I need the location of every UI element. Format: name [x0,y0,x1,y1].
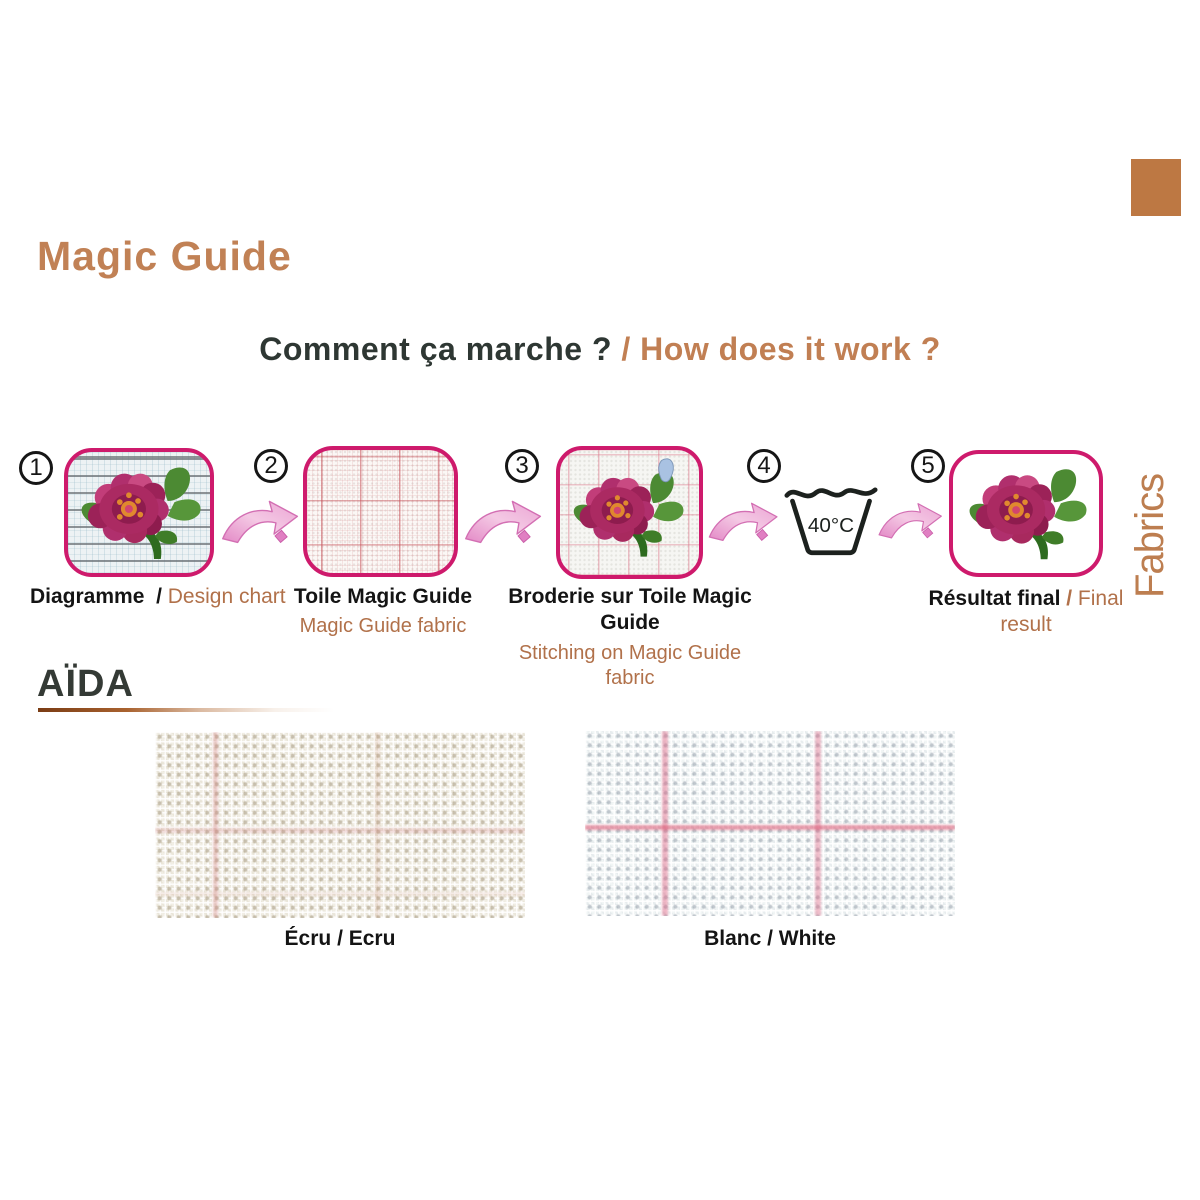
magic-guide-fabric-image [303,446,458,577]
step-2-label: Toile Magic Guide Magic Guide fabric [278,584,488,639]
step-3-number: 3 [515,452,529,479]
step-arrow-1-icon [219,492,303,550]
step-3-number-badge: 3 [505,449,539,483]
step-2-label-fr: Toile Magic Guide [293,585,473,608]
step-3-label-en: Stitching on Magic Guide fabric [518,641,742,689]
white-grid-vline-2 [815,731,821,916]
step-3-label: Broderie sur Toile Magic Guide Stitching… [498,584,762,691]
step-5-label-en: Final result [1000,587,1124,637]
step-5-label: Résultat final / Final result [900,586,1152,639]
finished-flower-illustration [969,469,1087,560]
step-5-number: 5 [921,452,935,479]
final-result-image [949,450,1103,577]
ecru-grid-hline-2 [155,892,525,896]
aida-section-heading: AÏDA [37,663,134,705]
design-chart-image [64,448,214,577]
subtitle-english: How does it work ? [640,331,941,367]
stitching-on-fabric-image [556,446,703,579]
step-5-label-separator: / [1066,587,1078,610]
flower-chart-illustration [81,467,201,560]
step-2-number-badge: 2 [254,449,288,483]
white-swatch-label: Blanc / White [704,927,836,950]
subtitle-french: Comment ça marche ? [259,331,612,367]
step-4-number-badge: 4 [747,449,781,483]
step-arrow-2-icon [462,492,546,550]
step-arrow-4-icon [876,493,946,547]
white-grid-vline-1 [662,731,668,916]
aida-ecru-fabric-swatch [155,732,525,918]
section-subtitle: Comment ça marche ? / How does it work ? [0,331,1200,368]
step-1-label-separator: / [150,585,168,608]
ecru-swatch-label: Écru / Ecru [284,927,396,950]
wash-tub-40c-icon: 40°C [784,487,878,556]
corner-color-swatch [1131,159,1181,216]
aida-white-fabric-swatch [585,731,955,916]
step-5-label-fr: Résultat final [928,587,1061,610]
step-1-label: Diagramme / Design chart [30,584,286,610]
ecru-grid-vline-2 [375,732,380,918]
blue-bud-illustration [658,458,674,483]
page-title: Magic Guide [37,233,292,279]
subtitle-separator: / [611,331,641,367]
step-arrow-3-icon [706,493,782,549]
ecru-grid-vline-1 [213,732,218,918]
step-1-number: 1 [29,454,43,481]
step-2-number: 2 [264,452,278,479]
step-5-number-badge: 5 [911,449,945,483]
aida-heading-underline [38,708,334,712]
step-1-number-badge: 1 [19,451,53,485]
fabrics-side-label: Fabrics [1128,473,1172,598]
step-2-label-en: Magic Guide fabric [299,615,467,638]
wash-temperature-label: 40°C [808,514,854,537]
white-grid-hline-1 [585,825,955,830]
ecru-grid-hline-1 [155,828,525,833]
step-3-label-fr: Broderie sur Toile Magic Guide [508,585,752,635]
step-1-label-en: Design chart [167,585,286,608]
step-1-label-fr: Diagramme [30,585,145,608]
step-4-number: 4 [757,452,771,479]
